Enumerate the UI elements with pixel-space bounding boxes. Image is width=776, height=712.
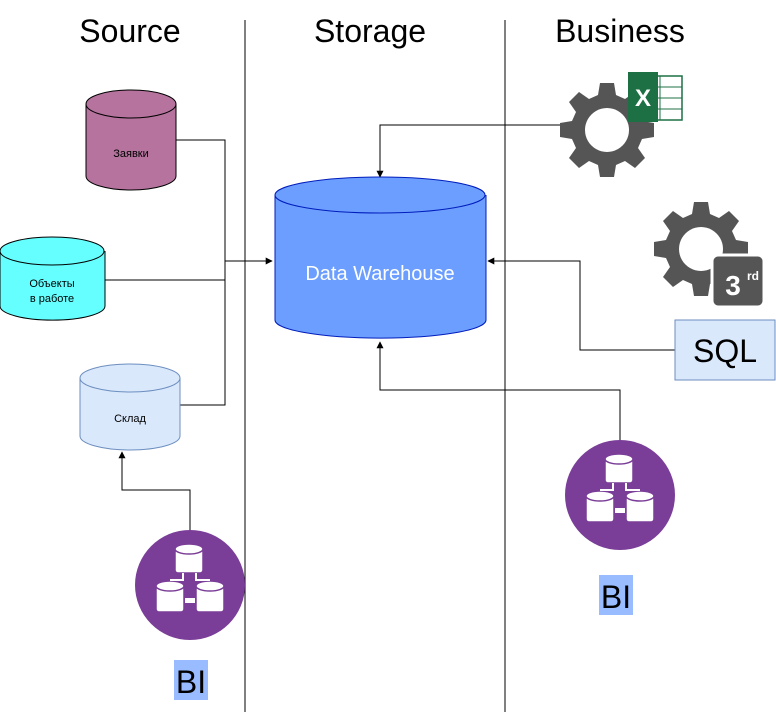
third-party-badge: 3: [725, 270, 741, 301]
header-source: Source: [79, 13, 180, 49]
db-zayavki: Заявки: [85, 89, 177, 191]
database-cluster-icon: [135, 530, 245, 640]
db-sklad: Склад: [79, 363, 181, 451]
excel-badge: X: [635, 85, 651, 112]
third-party-icon: 3 rd: [710, 253, 766, 309]
header-storage: Storage: [314, 13, 426, 49]
sql-box: SQL: [674, 319, 776, 381]
data-warehouse: Data Warehouse: [274, 176, 487, 339]
arrow-bi-to-warehouse: [376, 341, 621, 440]
arrow-sql-to-warehouse: [487, 257, 675, 351]
db-zayavki-label: Заявки: [113, 148, 149, 160]
connector-sources-bus: [176, 139, 226, 406]
excel-icon: X: [628, 72, 683, 122]
arrow-bi-to-sklad: [118, 451, 191, 530]
sql-label: SQL: [693, 333, 757, 369]
db-obekty: Объекты в работе: [0, 236, 106, 321]
bi-left-label: BI: [176, 664, 206, 700]
bi-left-highlight: [174, 660, 208, 700]
bi-right-label: BI: [601, 579, 631, 615]
arrow-excel-to-warehouse: [376, 124, 560, 178]
db-obekty-label-line2: в работе: [30, 293, 74, 305]
third-party-sup: rd: [747, 269, 759, 283]
header-business: Business: [555, 13, 685, 49]
data-warehouse-label: Data Warehouse: [305, 263, 454, 285]
bi-right-highlight: [599, 575, 633, 615]
db-sklad-label: Склад: [114, 413, 146, 425]
database-cluster-icon: [565, 440, 675, 550]
db-obekty-label-line1: Объекты: [29, 278, 74, 290]
